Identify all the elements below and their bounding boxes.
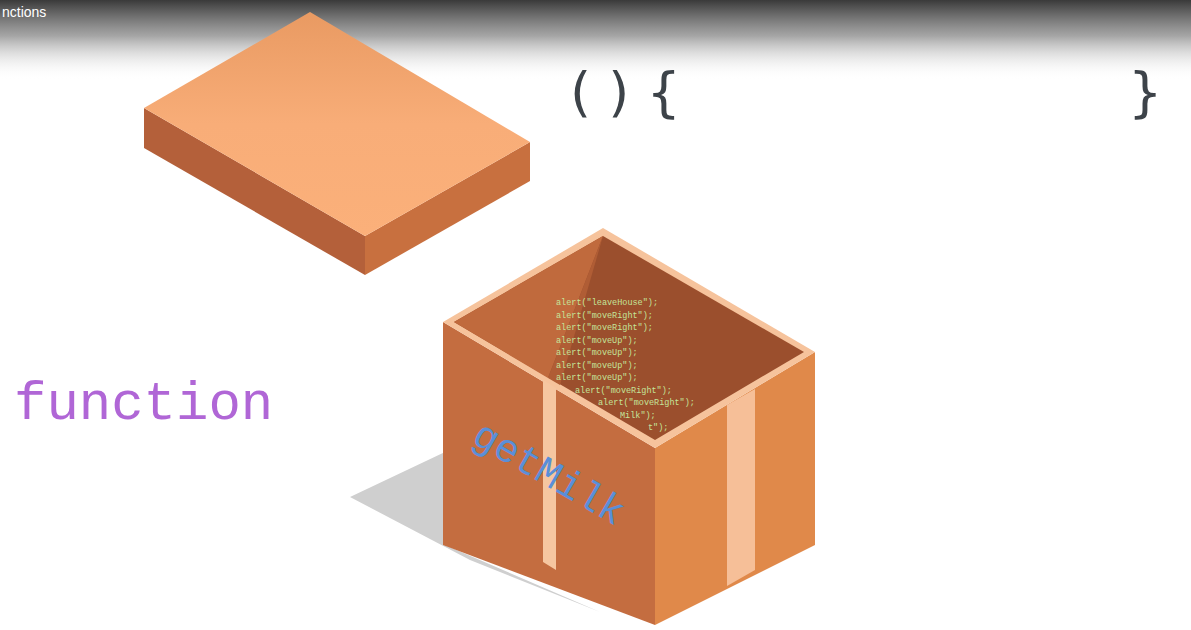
code-brace: } — [1128, 66, 1162, 120]
open-box — [443, 228, 815, 625]
code-line: alert("moveUp"); — [556, 336, 638, 346]
code-line: alert("moveRight"); — [598, 398, 695, 408]
box-name: getMilk — [464, 414, 632, 537]
code-line: alert("moveUp"); — [556, 373, 638, 383]
code-line: alert("leaveHouse"); — [556, 298, 658, 308]
code-brace: ( ) { — [570, 66, 681, 120]
code-line: alert("moveRight"); — [556, 311, 653, 321]
code-line: Milk"); — [620, 411, 656, 421]
code-line: t"); — [648, 423, 668, 433]
code-line: alert("moveUp"); — [556, 361, 638, 371]
code-line: alert("moveRight"); — [575, 386, 672, 396]
box-node: getMilk alert("leaveHouse"); alert("moveRi… — [443, 228, 815, 625]
code-line: alert("moveUp"); — [556, 348, 638, 358]
box-lid — [144, 12, 530, 275]
code-line: alert("moveRight"); — [556, 323, 653, 333]
video-title: nctions — [2, 4, 46, 20]
keyword: function — [14, 374, 273, 435]
